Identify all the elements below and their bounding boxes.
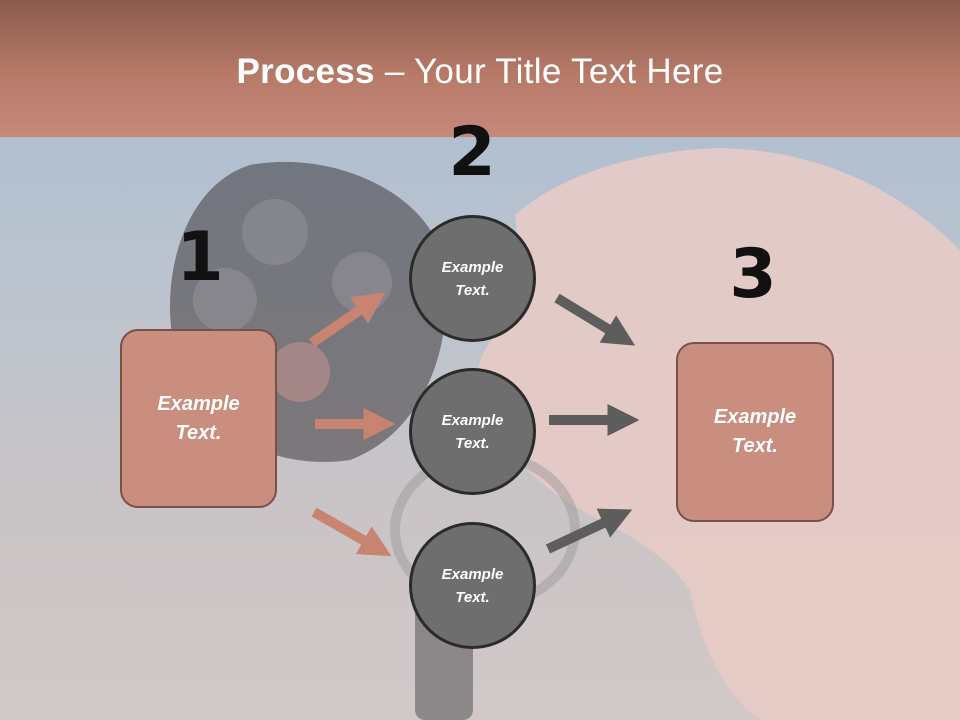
step-box-left-text: Example Text. — [157, 392, 240, 444]
step-box-right: Example Text. — [676, 342, 834, 522]
step-circle-2-text: Example Text. — [441, 411, 504, 452]
slide-title: Process – Your Title Text Here — [0, 52, 960, 92]
step-box-right-text: Example Text. — [713, 406, 797, 457]
step-circle-3-text: Example Text. — [441, 565, 504, 606]
step-circle-1: Example Text. — [409, 215, 536, 342]
step-box-left: Example Text. — [120, 329, 277, 508]
step-number-3: 3 — [729, 235, 777, 314]
step-number-2: 2 — [448, 113, 496, 192]
arrow-circle-1-to-right — [554, 293, 636, 346]
arrow-left-to-circle-3 — [311, 507, 392, 557]
step-number-1: 1 — [176, 218, 224, 297]
arrow-left-to-circle-1 — [309, 292, 386, 348]
step-circle-1-text: Example Text. — [441, 258, 504, 299]
step-circle-3: Example Text. — [409, 522, 536, 649]
header-band — [0, 0, 960, 137]
arrow-circle-3-to-right — [545, 508, 633, 554]
step-circle-2: Example Text. — [409, 368, 536, 495]
title-bold: Process — [236, 52, 375, 91]
title-rest: – Your Title Text Here — [374, 52, 724, 91]
